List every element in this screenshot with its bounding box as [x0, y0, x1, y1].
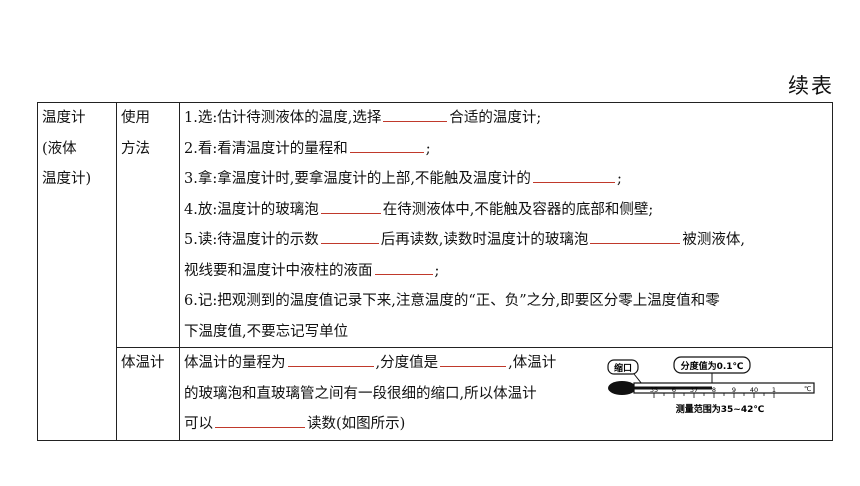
division-value-label: 分度值为0.1℃: [681, 360, 744, 372]
answer-blank: [383, 107, 448, 122]
usage-content-cell: 1.选:估计待测液体的温度,选择合适的温度计; 2.看:看清温度计的量程和; 3…: [179, 102, 833, 348]
scale-ticks: [653, 393, 775, 398]
table-row-usage: 温度计 (液体 温度计) 使用 方法 1.选:估计待测液体的温度,选择合适的温度…: [37, 102, 833, 441]
svg-text:35: 35: [650, 386, 658, 394]
usage-step-1: 1.选:估计待测液体的温度,选择合适的温度计;: [184, 103, 828, 134]
answer-blank: [590, 229, 681, 244]
usage-step-6: 6.记:把观测到的温度值记录下来,注意温度的“正、负”之分,即要区分零上温度值和…: [184, 293, 720, 309]
usage-label-line: 方法: [121, 140, 150, 157]
answer-blank: [320, 198, 381, 214]
usage-label-cell: 使用 方法: [116, 102, 180, 348]
body-thermometer-line-1: 体温计的量程为,分度值是,体温计: [184, 348, 602, 379]
svg-text:40: 40: [750, 386, 758, 394]
constriction-label: 缩口: [614, 362, 632, 374]
usage-step-5-cont: 视线要和温度计中液柱的液面;: [184, 256, 828, 287]
category-cell: 温度计 (液体 温度计): [37, 102, 117, 441]
continued-table-label: 续表: [788, 74, 834, 98]
body-thermometer-line-2: 的玻璃泡和直玻璃管之间有一段很细的缩口,所以体温计: [184, 385, 537, 402]
answer-blank: [287, 352, 374, 367]
body-thermometer-label: 体温计: [116, 347, 180, 441]
body-thermometer-content: 体温计的量程为,分度值是,体温计 的玻璃泡和直玻璃管之间有一段很细的缩口,所以体…: [179, 347, 833, 441]
answer-blank: [532, 168, 615, 183]
svg-text:9: 9: [732, 386, 736, 394]
body-thermometer-figure: 分度值为0.1℃ 缩口: [607, 356, 815, 415]
category-line: 温度计: [42, 110, 86, 126]
category-line: 温度计): [42, 171, 92, 187]
usage-step-3: 3.拿:拿温度计时,要拿温度计的上部,不能触及温度计的;: [184, 164, 828, 195]
answer-blank: [320, 229, 379, 244]
range-label: 测量范围为35~42℃: [676, 403, 765, 415]
svg-text:8: 8: [712, 386, 716, 394]
usage-step-2: 2.看:看清温度计的量程和;: [184, 134, 828, 165]
body-thermometer-line-3: 可以读数(如图所示): [184, 409, 602, 440]
scale-numbers: 35 6 37 8 9 40 1: [650, 386, 776, 394]
answer-blank: [349, 137, 424, 153]
svg-text:1: 1: [772, 386, 776, 394]
usage-step-5: 5.读:待温度计的示数后再读数,读数时温度计的玻璃泡被测液体,: [184, 225, 828, 256]
category-line: (液体: [42, 140, 77, 157]
svg-text:37: 37: [690, 386, 698, 394]
answer-blank: [215, 413, 305, 428]
answer-blank: [440, 352, 507, 367]
usage-label-line: 使用: [121, 110, 150, 126]
answer-blank: [374, 259, 433, 275]
thermometer-table: 温度计 (液体 温度计) 使用 方法 1.选:估计待测液体的温度,选择合适的温度…: [37, 102, 833, 441]
unit-label: ℃: [804, 385, 811, 393]
usage-step-6-cont: 下温度值,不要忘记写单位: [184, 323, 349, 340]
usage-step-4: 4.放:温度计的玻璃泡在待测液体中,不能触及容器的底部和侧壁;: [184, 195, 828, 226]
svg-text:6: 6: [672, 386, 676, 394]
bulb-icon: [608, 381, 636, 395]
table-row-body-thermometer: 体温计 体温计的量程为,分度值是,体温计 的玻璃泡和直玻璃管之间有一段很细的缩口…: [38, 347, 833, 441]
